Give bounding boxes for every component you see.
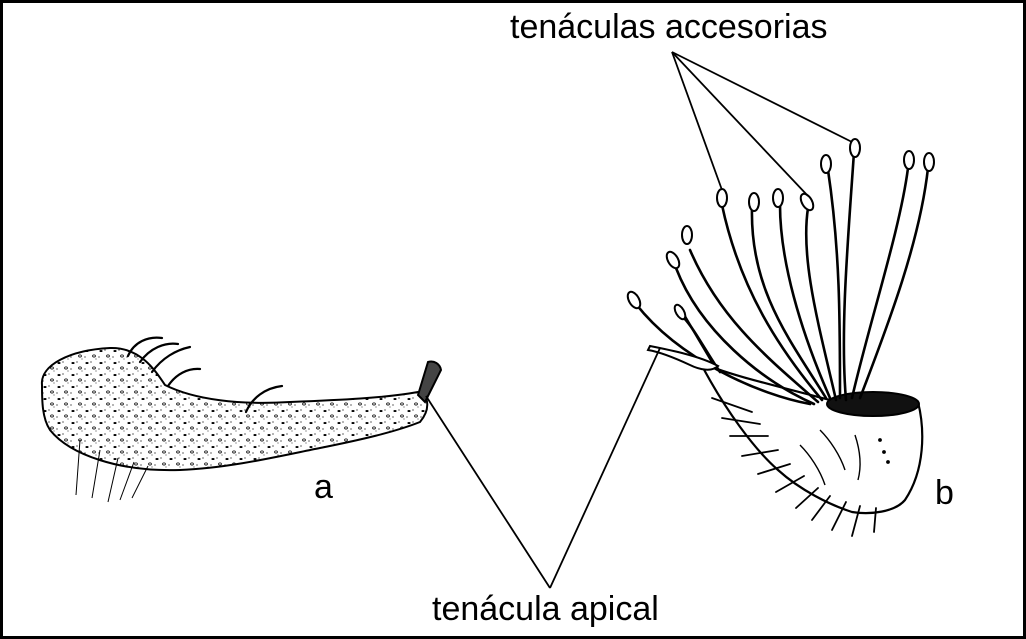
label-figure-a: a	[314, 470, 333, 504]
leader-apical-b	[550, 348, 660, 588]
label-apical-tenacle: tenácula apical	[432, 592, 659, 626]
leader-lines	[426, 52, 852, 588]
leader-apical-a	[426, 396, 550, 588]
label-figure-b: b	[935, 476, 954, 510]
leader-accessory-2	[672, 52, 808, 196]
apical-tenacle-b-tip	[673, 303, 688, 321]
label-accessory-tenacles: tenáculas accesorias	[510, 10, 828, 44]
structure-b	[625, 139, 934, 536]
accessory-tenacles	[636, 152, 928, 404]
apical-tenacle-a	[418, 361, 441, 402]
structure-a	[42, 338, 441, 502]
